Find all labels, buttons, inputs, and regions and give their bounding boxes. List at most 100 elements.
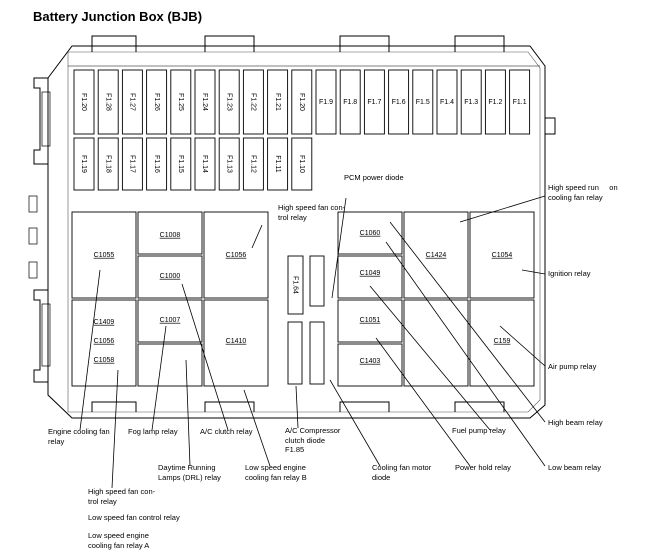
fuse-mid-4-label: F1.15 [177,155,184,173]
top-tab [339,35,390,52]
fuse-top-7-label: F1.22 [250,93,257,111]
connector-c1060-label: C1060 [360,230,381,237]
fuse-right-0 [315,69,337,135]
fuse-top-8-label: F1.21 [274,93,281,111]
fuse-top-6-label: F1.23 [225,93,232,111]
fuse-mid-0 [73,137,95,191]
connector-c1000-label: C1000 [160,273,181,280]
fuse-mid-5 [194,137,216,191]
fuse-mid-1 [97,137,119,191]
fuse-mid-7-label: F1.12 [250,155,257,173]
leader-line-16 [111,369,119,489]
fuse-top-3 [146,69,168,135]
fuse-right-5 [436,69,458,135]
fuse-right-5-label: F1.4 [440,99,454,106]
connector-c1051-label: C1051 [360,317,381,324]
leader-line-9 [329,379,381,467]
label-ac-clutch-relay: A/C clutch relay [200,427,253,436]
fuse-top-1-label: F1.28 [104,93,111,111]
relay-c1054 [469,211,535,299]
mount-hole [28,195,38,213]
fuse-right-6-label: F1.3 [464,99,478,106]
connector-c1058-label: C1058 [94,357,115,364]
fuse-right-1 [339,69,361,135]
fuse-right-8-label: F1.1 [513,99,527,106]
fuse-right-2-label: F1.7 [367,99,381,106]
label-pcm-power-diode: PCM power diode [344,173,404,182]
relay-c1410 [203,299,269,387]
fuse-top-2-label: F1.27 [129,93,136,111]
fuse-right-7 [484,69,506,135]
mount-hole [28,261,38,279]
connector-c159-label: C159 [494,338,511,345]
fuse-mid-9-label: F1.10 [298,155,305,173]
fuse-mid-4 [170,137,192,191]
connector-c1409-label: C1409 [94,319,115,326]
label-drl-relay: Daytime Running Lamps (DRL) relay [158,463,221,482]
label-ls-engine-cooling-a: Low speed engine cooling fan relay A [88,531,150,550]
connector-c1007-label: C1007 [160,317,181,324]
fuse-top-4 [170,69,192,135]
relay-relay-blank [137,343,203,387]
label-ac-compressor-clutch-diode: A/C Compressor clutch diode F1.85 [285,426,341,454]
label-air-pump-relay: Air pump relay [548,362,597,371]
connector-c1056-label: C1056 [94,338,115,345]
leader-line-1 [251,224,263,249]
relay-c1008 [137,211,203,255]
leader-line-7 [369,285,491,431]
fuse-right-4 [412,69,434,135]
fuse-mid-1-label: F1.18 [104,155,111,173]
side-tab [545,117,556,135]
relay-c159 [469,299,535,387]
leader-line-0 [331,197,347,299]
fuse-top-4-label: F1.25 [177,93,184,111]
label-fuel-pump-relay: Fuel pump relay [452,426,506,435]
label-high-beam-relay: High beam relay [548,418,603,427]
fuse-mid-5-label: F1.14 [201,155,208,173]
relay-c1051 [337,299,403,343]
left-connector-bottom [33,289,48,383]
connector-c1403-label: C1403 [360,358,381,365]
relay-c1000 [137,255,203,299]
fuse-mid-8 [267,137,289,191]
fuse-mid-6 [218,137,240,191]
fuse-right-3-label: F1.6 [392,99,406,106]
fuse-top-8 [267,69,289,135]
mount-hole [28,227,38,245]
leader-line-13 [185,359,191,467]
leader-line-12 [181,283,229,431]
fuse-top-5 [194,69,216,135]
leader-line-4 [499,325,546,367]
leader-line-14 [151,325,167,431]
label-cooling-fan-motor-diode: Cooling fan motor diode [372,463,432,482]
top-tab [91,35,137,52]
relay-c1055 [71,211,137,299]
relay-c1403 [337,343,403,387]
diode-slot-a [287,321,303,385]
fuse-right-4-label: F1.5 [416,99,430,106]
fuse-mini-label: F1.64 [292,276,299,294]
label-power-hold-relay: Power hold relay [455,463,511,472]
bottom-tab [91,401,137,412]
fuse-mid-7 [242,137,264,191]
relay-layer: C1055C1008C1000C1056C1007C1410C1060C1049… [71,211,535,387]
bottom-tab [339,401,390,412]
relay-relay-blank-2 [403,299,469,387]
relay-c1409-group [71,299,137,387]
fuse-right-3 [388,69,410,135]
leader-line-15 [79,269,101,431]
fuse-mid-6-label: F1.13 [225,155,232,173]
label-hs-fan-control-top: High speed fan con- trol relay [278,203,346,222]
leader-layer [79,195,546,489]
fuse-top-5-label: F1.24 [201,93,208,111]
relay-c1060 [337,211,403,255]
connector-c1424-label: C1424 [426,252,447,259]
connector-c1008-label: C1008 [160,232,181,239]
label-ignition-relay: Ignition relay [548,269,591,278]
left-connector-top [33,77,48,165]
leader-line-6 [385,241,546,467]
fuse-mid-3 [146,137,168,191]
fuse-top-3-label: F1.26 [153,93,160,111]
bottom-tab [204,401,255,412]
